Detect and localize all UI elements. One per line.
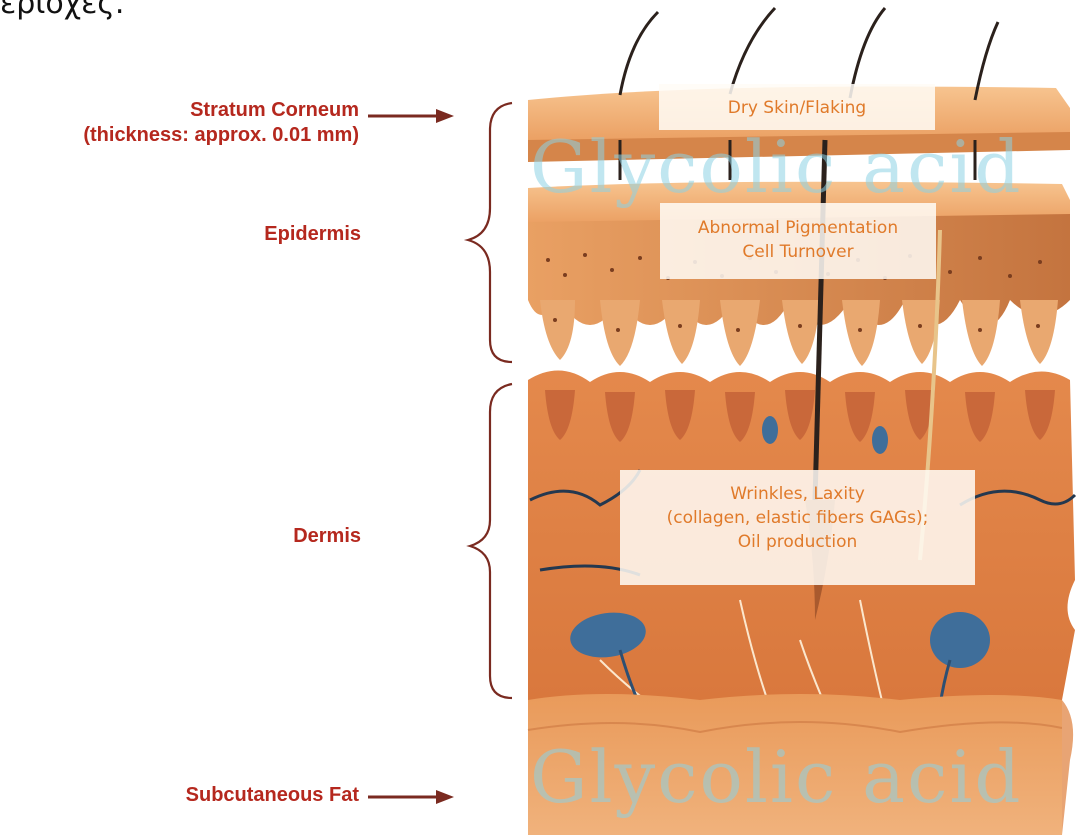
dermis-effects-line2: (collagen, elastic fibers GAGs); — [620, 506, 975, 530]
stratum-corneum-label: Stratum Corneum (thickness: approx. 0.01… — [0, 98, 359, 148]
dermis-bracket — [470, 384, 512, 698]
pigmentation-callout: Abnormal Pigmentation Cell Turnover — [660, 203, 936, 279]
dry-skin-callout: Dry Skin/Flaking — [659, 84, 935, 130]
dermis-effects-line3: Oil production — [620, 530, 975, 554]
epidermis-label: Epidermis — [264, 222, 361, 247]
watermark-top: Glycolic acid — [530, 125, 1023, 209]
stratum-corneum-arrow — [368, 109, 454, 123]
pigmentation-text-line1: Abnormal Pigmentation — [660, 216, 936, 240]
dermis-effects-callout: Wrinkles, Laxity (collagen, elastic fibe… — [620, 470, 975, 585]
pigmentation-text-line2: Cell Turnover — [660, 240, 936, 264]
layer-brackets — [468, 103, 512, 698]
epidermis-bracket — [468, 103, 512, 362]
dermis-effects-line1: Wrinkles, Laxity — [620, 482, 975, 506]
subcutaneous-fat-label: Subcutaneous Fat — [186, 783, 359, 808]
dry-skin-text: Dry Skin/Flaking — [659, 96, 935, 120]
stratum-corneum-thickness: (thickness: approx. 0.01 mm) — [83, 124, 359, 146]
stratum-corneum-title: Stratum Corneum — [190, 99, 359, 121]
watermark-bottom: Glycolic acid — [530, 735, 1023, 819]
subcutaneous-fat-arrow — [368, 790, 454, 804]
dermis-label: Dermis — [293, 524, 361, 549]
